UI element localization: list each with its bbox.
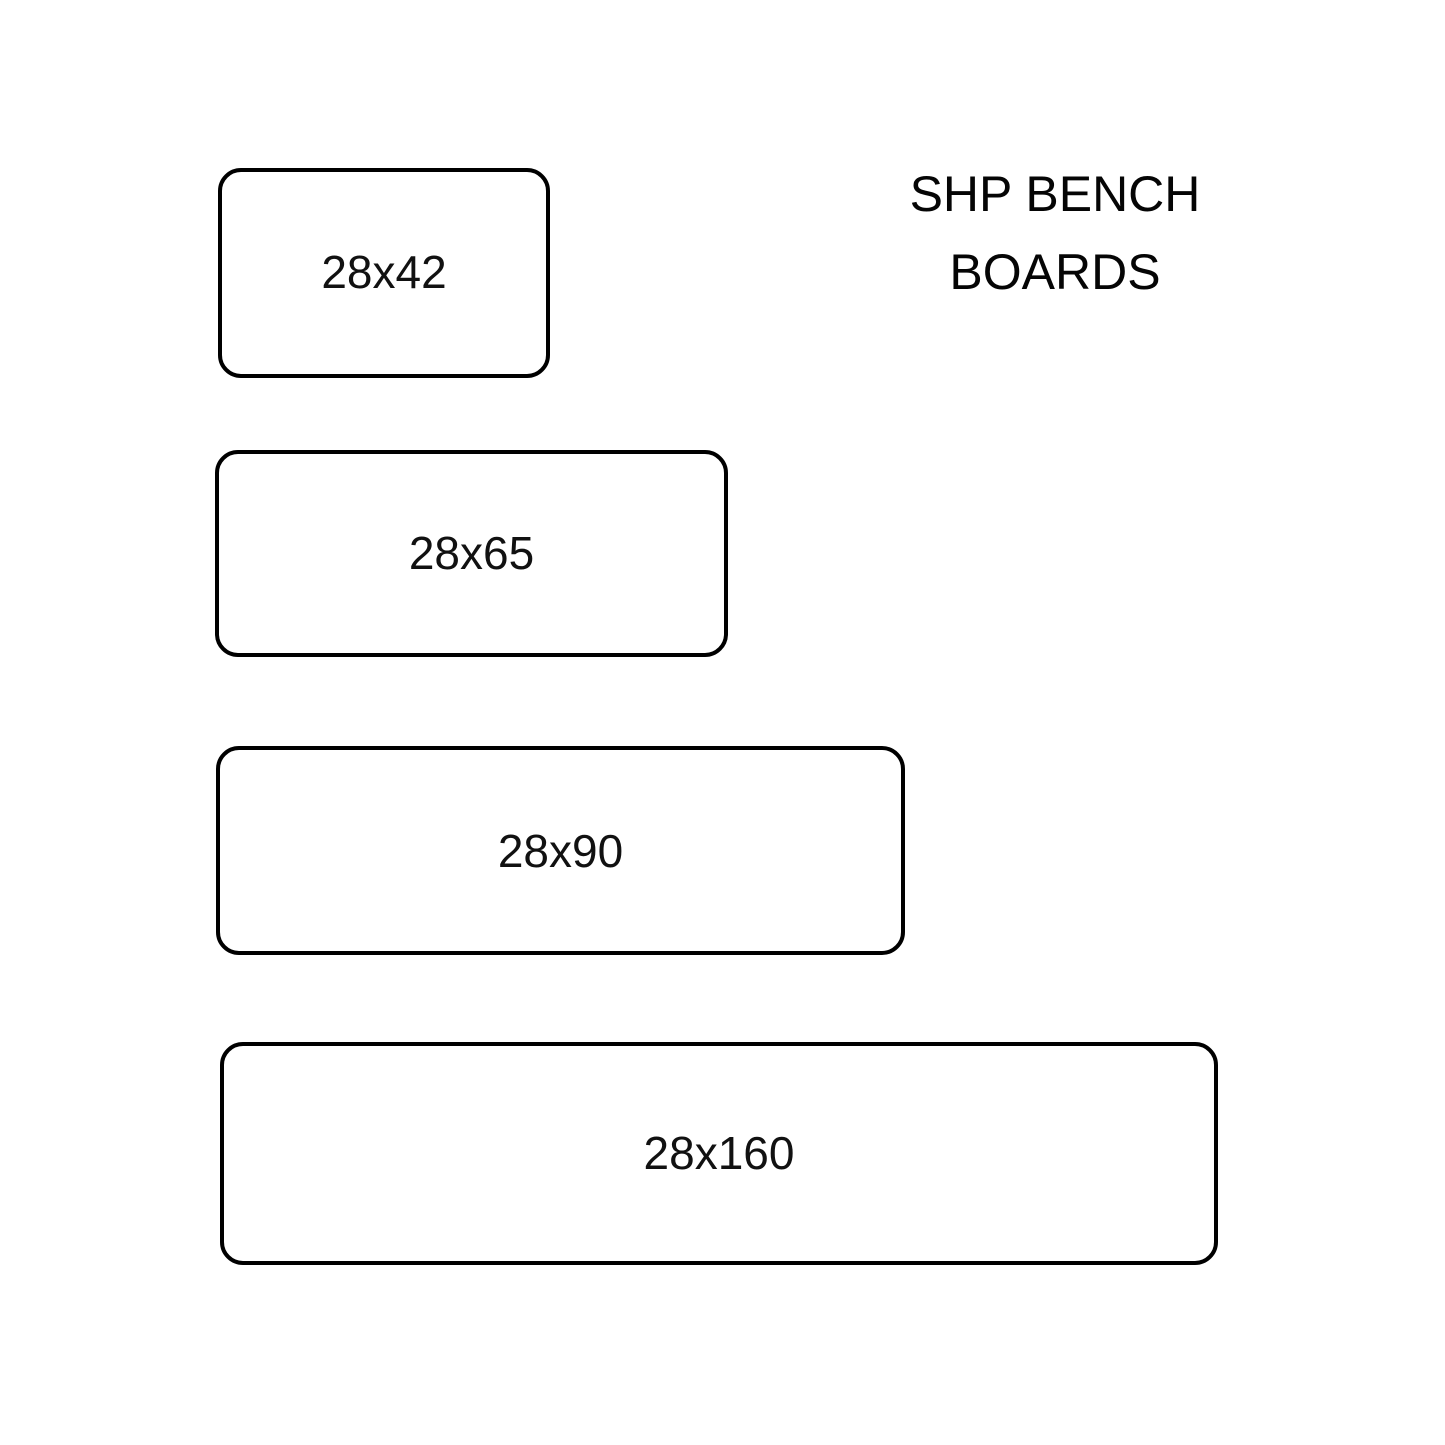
diagram-title-line-1: SHP BENCH — [909, 166, 1201, 222]
board-shape-28x160: 28x160 — [220, 1042, 1218, 1265]
diagram-title-line-2: BOARDS — [949, 244, 1161, 300]
board-shape-28x42: 28x42 — [218, 168, 550, 378]
board-shape-28x90: 28x90 — [216, 746, 905, 955]
board-label-28x160: 28x160 — [643, 1127, 795, 1179]
board-label-28x90: 28x90 — [497, 825, 624, 877]
diagram-title: SHP BENCH BOARDS — [845, 155, 1265, 311]
board-label-28x42: 28x42 — [321, 246, 447, 298]
board-shape-28x65: 28x65 — [215, 450, 728, 657]
board-label-28x65: 28x65 — [408, 527, 535, 579]
